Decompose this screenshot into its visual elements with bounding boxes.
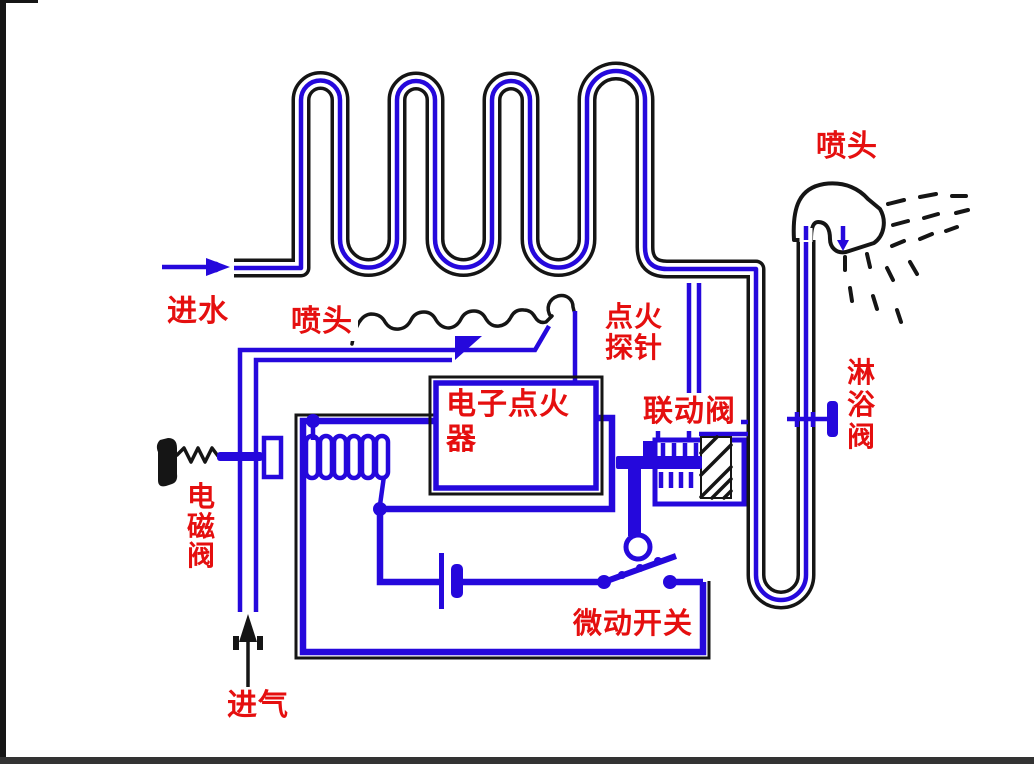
switch-button [623, 532, 653, 562]
gas-jet-wedge [455, 336, 482, 360]
valve-spring [175, 446, 220, 464]
battery [439, 553, 463, 609]
solenoid-valve-symbol [156, 435, 284, 487]
valve-push-rod [628, 468, 641, 536]
label-micro-switch: 微动开关 [568, 606, 699, 643]
label-water-inlet: 进水 [162, 293, 234, 331]
gas-pipe [237, 324, 551, 612]
ignition-probe [546, 293, 578, 383]
shower-head [791, 181, 886, 255]
label-igniter: 电子点火器 [446, 388, 570, 456]
spray-droplets [843, 192, 970, 324]
water-inlet-arrow [162, 258, 230, 276]
solenoid-coil [303, 426, 391, 506]
valve-actuator-bar [616, 456, 702, 469]
junction-dot-left [306, 414, 320, 428]
gas-inlet-arrow [233, 614, 263, 690]
valve-hatch-block [699, 435, 733, 500]
valve-teeth-bottom [658, 472, 694, 488]
label-shower-valve: 淋 浴 阀 [842, 355, 882, 456]
valve-teeth-top [660, 443, 699, 457]
label-shower-head: 喷头 [811, 128, 883, 166]
burner [350, 308, 554, 346]
label-burner-nozzle: 喷头 [286, 303, 358, 341]
label-ignition-probe: 点火 探针 [600, 300, 669, 366]
micro-switch [597, 532, 703, 589]
label-linkage-valve: 联动阀 [638, 393, 741, 431]
circuit-loop [294, 413, 711, 660]
water-out-arrow [837, 240, 849, 251]
shower-valve-symbol [787, 401, 838, 437]
label-gas-inlet: 进气 [222, 687, 294, 725]
valve-gate [261, 435, 284, 480]
label-solenoid-valve: 电 磁 阀 [182, 480, 222, 574]
igniter-box [428, 375, 604, 496]
valve-plunger [217, 452, 263, 461]
